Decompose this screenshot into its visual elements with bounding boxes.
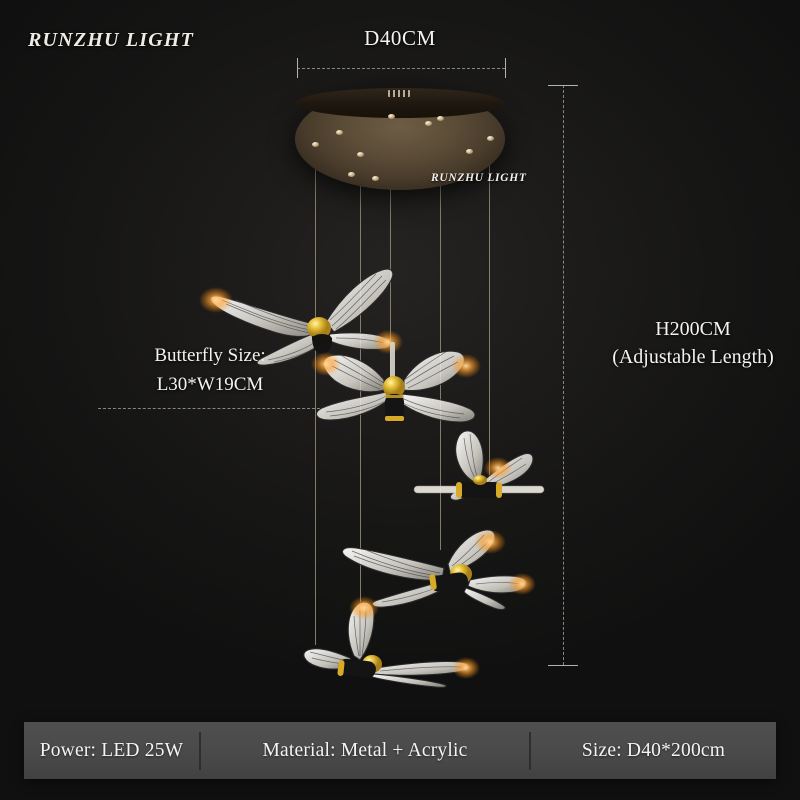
brand-logo: RUNZHU LIGHT	[28, 29, 195, 51]
spec-power: Power: LED 25W	[39, 739, 184, 761]
suspension-cable	[315, 145, 316, 645]
butterfly-lamp	[300, 338, 500, 430]
spec-size: Size: D40*200cm	[581, 739, 726, 761]
butterfly-size-group: Butterfly Size: L30*W19CM	[86, 341, 334, 400]
diameter-label: D40CM	[364, 26, 436, 50]
diameter-cap-right	[505, 58, 506, 78]
cable-mount-point	[487, 136, 494, 141]
butterfly-size-value: L30*W19CM	[156, 374, 264, 396]
height-cap-bottom	[548, 665, 578, 666]
cable-mount-point	[348, 172, 355, 177]
height-note: (Adjustable Length)	[612, 345, 774, 368]
canopy-vent-icon	[388, 90, 410, 97]
height-cap-top	[548, 85, 578, 86]
spec-material: Material: Metal + Acrylic	[262, 739, 468, 761]
butterfly-size-leader-line	[98, 408, 320, 409]
cable-mount-point	[312, 142, 319, 147]
cable-mount-point	[357, 152, 364, 157]
cable-mount-point	[372, 176, 379, 181]
suspension-cable	[390, 117, 391, 379]
diameter-dimension-line	[297, 68, 505, 69]
height-dimension-line	[563, 85, 564, 665]
suspension-cable	[489, 139, 490, 484]
watermark: RUNZHU LIGHT	[431, 172, 527, 184]
diameter-cap-left	[297, 58, 298, 78]
spec-divider	[529, 731, 531, 770]
cable-mount-point	[425, 121, 432, 126]
cable-mount-point	[388, 114, 395, 119]
butterfly-size-label: Butterfly Size:	[154, 345, 266, 366]
height-label-group: H200CM (Adjustable Length)	[586, 316, 800, 371]
butterfly-lamp	[320, 518, 536, 610]
suspension-cable	[440, 120, 441, 550]
cable-mount-point	[437, 116, 444, 121]
butterfly-lamp	[280, 594, 480, 688]
spec-divider	[199, 731, 201, 770]
height-label: H200CM	[655, 318, 731, 340]
butterfly-lamp	[196, 262, 436, 372]
spec-bar: Power: LED 25W Material: Metal + Acrylic…	[24, 722, 776, 779]
cable-mount-point	[336, 130, 343, 135]
butterfly-lamp	[400, 424, 560, 516]
cable-mount-point	[466, 149, 473, 154]
